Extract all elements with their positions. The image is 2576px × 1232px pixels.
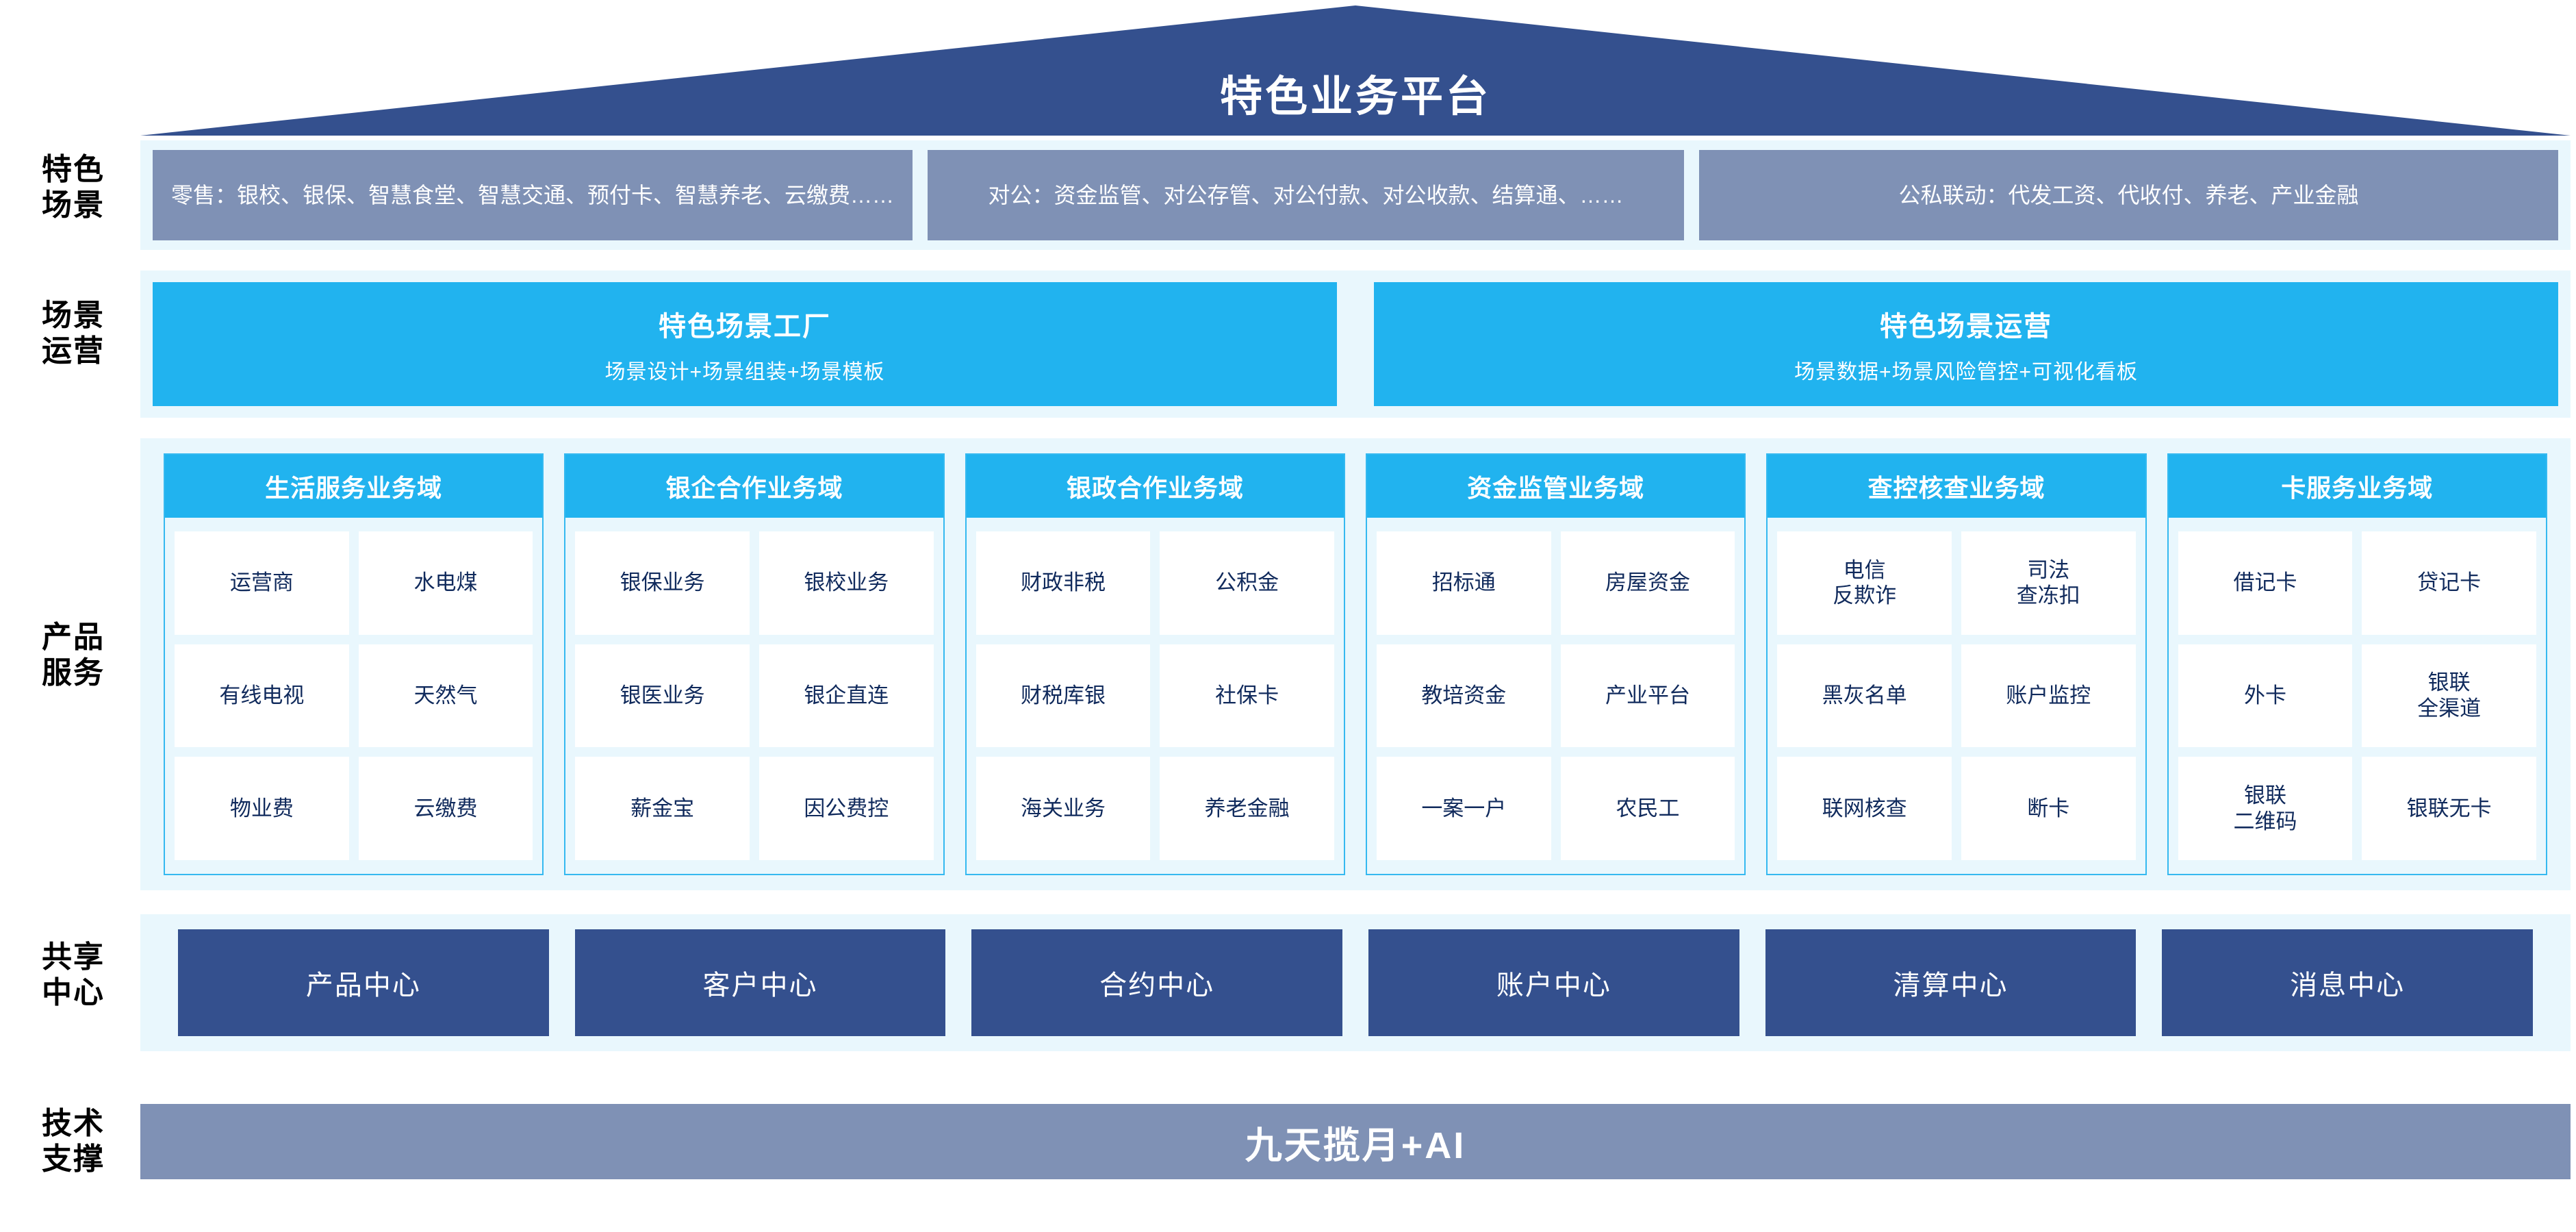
shared-center-box[interactable]: 产品中心 [178, 929, 549, 1036]
product-item-cell[interactable]: 银联无卡 [2362, 757, 2536, 860]
shared-center-box[interactable]: 合约中心 [971, 929, 1343, 1036]
scenarios-band: 零售：银校、银保、智慧食堂、智慧交通、预付卡、智慧养老、云缴费…… 对公：资金监… [140, 140, 2571, 250]
product-item-cell[interactable]: 财政非税 [975, 531, 1151, 635]
product-item-cell[interactable]: 产业平台 [1560, 644, 1735, 748]
products-band: 生活服务业务域运营商水电煤有线电视天然气物业费云缴费银企合作业务域银保业务银校业… [140, 438, 2571, 890]
product-item-cell[interactable]: 银校业务 [758, 531, 934, 635]
product-domain-title: 资金监管业务域 [1366, 455, 1745, 518]
tech-support-bar[interactable]: 九天揽月+AI [140, 1104, 2571, 1179]
product-domain-card[interactable]: 银企合作业务域银保业务银校业务银医业务银企直连薪金宝因公费控 [564, 453, 945, 875]
product-item-cell[interactable]: 账户监控 [1961, 644, 2136, 748]
product-item-cell[interactable]: 云缴费 [358, 757, 533, 860]
product-item-cell[interactable]: 断卡 [1961, 757, 2136, 860]
product-item-cell[interactable]: 薪金宝 [575, 757, 750, 860]
product-domain-grid: 财政非税公积金财税库银社保卡海关业务养老金融 [967, 518, 1344, 874]
operations-subtitle: 场景设计+场景组装+场景模板 [604, 360, 885, 384]
product-item-cell[interactable]: 电信 反欺诈 [1777, 531, 1952, 635]
product-item-cell[interactable]: 银联 二维码 [2178, 757, 2353, 860]
product-domain-title: 卡服务业务域 [2168, 455, 2546, 518]
operations-title: 特色场景运营 [1880, 311, 2052, 342]
shared-center-box[interactable]: 清算中心 [1765, 929, 2137, 1036]
product-item-cell[interactable]: 物业费 [175, 757, 349, 860]
product-item-cell[interactable]: 银医业务 [575, 644, 750, 748]
operations-subtitle: 场景数据+场景风险管控+可视化看板 [1794, 360, 2139, 384]
product-item-cell[interactable]: 养老金融 [1160, 757, 1334, 860]
product-domain-card[interactable]: 卡服务业务域借记卡贷记卡外卡银联 全渠道银联 二维码银联无卡 [2167, 453, 2547, 875]
product-item-cell[interactable]: 社保卡 [1160, 644, 1334, 748]
product-domain-grid: 借记卡贷记卡外卡银联 全渠道银联 二维码银联无卡 [2169, 518, 2546, 874]
product-item-cell[interactable]: 一案一户 [1376, 757, 1551, 860]
product-item-cell[interactable]: 水电煤 [358, 531, 533, 635]
roof-shape [140, 5, 2571, 136]
operations-title: 特色场景工厂 [659, 311, 831, 342]
product-item-cell[interactable]: 借记卡 [2178, 531, 2353, 635]
operations-box-scene-factory[interactable]: 特色场景工厂 场景设计+场景组装+场景模板 [153, 282, 1337, 406]
product-item-cell[interactable]: 因公费控 [758, 757, 934, 860]
product-domain-title: 银政合作业务域 [966, 455, 1344, 518]
product-item-cell[interactable]: 公积金 [1160, 531, 1334, 635]
product-domain-grid: 电信 反欺诈司法 查冻扣黑灰名单账户监控联网核查断卡 [1768, 518, 2145, 874]
product-domain-title: 生活服务业务域 [165, 455, 543, 518]
product-item-cell[interactable]: 运营商 [175, 531, 349, 635]
product-item-cell[interactable]: 海关业务 [975, 757, 1151, 860]
shared-center-box[interactable]: 账户中心 [1368, 929, 1739, 1036]
product-domain-card[interactable]: 生活服务业务域运营商水电煤有线电视天然气物业费云缴费 [164, 453, 544, 875]
product-domain-card[interactable]: 查控核查业务域电信 反欺诈司法 查冻扣黑灰名单账户监控联网核查断卡 [1766, 453, 2147, 875]
product-item-cell[interactable]: 房屋资金 [1560, 531, 1735, 635]
scenario-box-corporate[interactable]: 对公：资金监管、对公存管、对公付款、对公收款、结算通、…… [928, 150, 1684, 240]
product-item-cell[interactable]: 有线电视 [175, 644, 349, 748]
product-domain-title: 银企合作业务域 [565, 455, 943, 518]
product-item-cell[interactable]: 招标通 [1376, 531, 1551, 635]
rail-label-operations: 场景 运营 [42, 299, 105, 368]
scenario-box-retail[interactable]: 零售：银校、银保、智慧食堂、智慧交通、预付卡、智慧养老、云缴费…… [153, 150, 913, 240]
product-item-cell[interactable]: 农民工 [1560, 757, 1735, 860]
rail-label-scenarios: 特色 场景 [42, 153, 105, 222]
operations-row: 特色场景工厂 场景设计+场景组装+场景模板 特色场景运营 场景数据+场景风险管控… [140, 271, 2571, 418]
product-item-cell[interactable]: 银保业务 [575, 531, 750, 635]
product-item-cell[interactable]: 财税库银 [975, 644, 1151, 748]
product-domain-grid: 运营商水电煤有线电视天然气物业费云缴费 [165, 518, 542, 874]
shared-centers-row: 产品中心客户中心合约中心账户中心清算中心消息中心 [140, 914, 2571, 1051]
product-item-cell[interactable]: 贷记卡 [2362, 531, 2536, 635]
product-domain-card[interactable]: 银政合作业务域财政非税公积金财税库银社保卡海关业务养老金融 [965, 453, 1345, 875]
rail-label-shared: 共享 中心 [42, 940, 105, 1009]
product-domain-card[interactable]: 资金监管业务域招标通房屋资金教培资金产业平台一案一户农民工 [1365, 453, 1746, 875]
product-item-cell[interactable]: 联网核查 [1777, 757, 1952, 860]
scenarios-row: 零售：银校、银保、智慧食堂、智慧交通、预付卡、智慧养老、云缴费…… 对公：资金监… [140, 140, 2571, 250]
product-item-cell[interactable]: 银联 全渠道 [2362, 644, 2536, 748]
product-item-cell[interactable]: 外卡 [2178, 644, 2353, 748]
operations-band: 特色场景工厂 场景设计+场景组装+场景模板 特色场景运营 场景数据+场景风险管控… [140, 271, 2571, 418]
platform-roof: 特色业务平台 [140, 5, 2571, 136]
product-domain-title: 查控核查业务域 [1768, 455, 2145, 518]
product-domain-grid: 招标通房屋资金教培资金产业平台一案一户农民工 [1367, 518, 1744, 874]
rail-label-tech: 技术 支撑 [42, 1107, 105, 1176]
product-item-cell[interactable]: 教培资金 [1376, 644, 1551, 748]
product-item-cell[interactable]: 天然气 [358, 644, 533, 748]
shared-centers-band: 产品中心客户中心合约中心账户中心清算中心消息中心 [140, 914, 2571, 1051]
scenario-box-linkage[interactable]: 公私联动：代发工资、代收付、养老、产业金融 [1699, 150, 2558, 240]
product-item-cell[interactable]: 司法 查冻扣 [1961, 531, 2136, 635]
shared-center-box[interactable]: 客户中心 [574, 929, 946, 1036]
product-item-cell[interactable]: 黑灰名单 [1777, 644, 1952, 748]
shared-center-box[interactable]: 消息中心 [2162, 929, 2534, 1036]
rail-label-products: 产品 服务 [42, 620, 105, 690]
product-domain-grid: 银保业务银校业务银医业务银企直连薪金宝因公费控 [565, 518, 943, 874]
product-item-cell[interactable]: 银企直连 [758, 644, 934, 748]
products-row: 生活服务业务域运营商水电煤有线电视天然气物业费云缴费银企合作业务域银保业务银校业… [140, 438, 2571, 890]
operations-box-scene-operations[interactable]: 特色场景运营 场景数据+场景风险管控+可视化看板 [1374, 282, 2558, 406]
